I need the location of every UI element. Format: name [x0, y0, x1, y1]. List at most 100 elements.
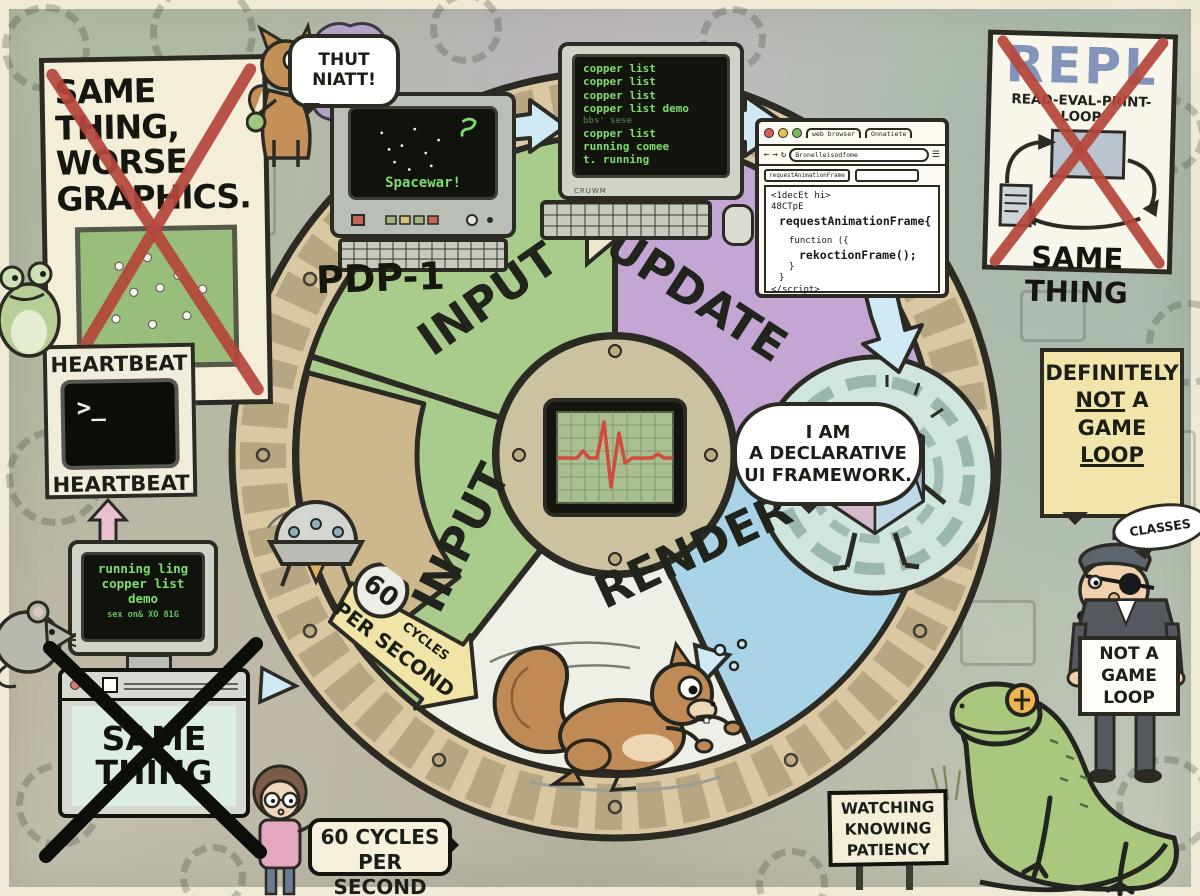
framework-speech-bubble: I AM A DECLARATIVE UI FRAMEWORK.	[733, 402, 923, 514]
terminal-line: running comee	[583, 140, 670, 153]
cycles-banner: 60 CYCLES PER SECOND	[310, 555, 511, 741]
cycles-banner-arrow: 60 CYCLES PER SECOND	[327, 562, 479, 711]
browser-navbar: ← → ↻ Bronelleisodfome ☰	[759, 146, 945, 166]
sign-text: DEFINITELY	[1045, 361, 1179, 385]
browser-tab: Onnatiete	[865, 128, 913, 138]
close-icon	[764, 128, 774, 138]
close-icon	[70, 680, 80, 690]
terminal-line: copper list	[101, 576, 185, 591]
browser-window: web browser Onnatiete ← → ↻ Bronelleisod…	[755, 118, 949, 298]
terminal-computer: copper list copper list copper list copp…	[558, 42, 744, 200]
code-line: rekoctionFrame();	[799, 247, 917, 262]
terminal-brand: CRUWM	[574, 187, 607, 195]
browser-titlebar: web browser Onnatiete	[759, 122, 945, 146]
code-line: <1decEt hi>	[771, 191, 831, 201]
code-line: }	[779, 273, 785, 284]
sweat-drops	[713, 638, 748, 672]
code-line: }	[789, 262, 795, 273]
code-line: 48CTpE	[771, 202, 804, 213]
girl-character	[252, 764, 319, 896]
titlebar-lines	[124, 680, 238, 690]
heartbeat-waveform	[557, 420, 673, 489]
code-line: requestAnimationFrame{	[779, 213, 932, 228]
wolf-speech-bubble: THUT NIATT!	[288, 34, 400, 115]
frog-character	[0, 261, 61, 358]
sign-text: NOT A	[1075, 388, 1149, 413]
browser-tab: web browser	[806, 128, 862, 138]
repl-subtitle: READ-EVAL-PRINT-LOOP	[1011, 91, 1152, 126]
maximize-icon	[86, 680, 96, 690]
sign-text: GAME	[1077, 415, 1147, 440]
heartbeat-label-top: HEARTBEAT	[50, 350, 188, 378]
bubble-text: NIATT!	[312, 70, 376, 90]
sign-text: LOOP	[1080, 442, 1144, 467]
terminal-screen: copper list copper list copper list copp…	[572, 54, 730, 178]
bubble-text: A DECLARATIVE	[749, 443, 907, 465]
browser-subtab: requestAnimationFrame	[764, 169, 850, 182]
green-monitor-screen: running ling copper list demo sex on& XO…	[81, 552, 205, 642]
bubble-text: CLASSES	[1128, 515, 1192, 539]
sign-text: NOT A	[1099, 644, 1159, 664]
heartbeat-terminal: >_	[60, 377, 180, 471]
browser-subtabs: requestAnimationFrame	[759, 166, 945, 182]
terminal-prompt: >_	[76, 393, 106, 422]
lizard-character	[930, 681, 1179, 896]
pdp1-screen: Spacewar!	[348, 106, 498, 200]
bubble-text: THUT	[318, 50, 370, 71]
sector-divider	[309, 353, 502, 421]
sign-text: LOOP	[1103, 688, 1155, 709]
squirrel-character	[489, 638, 748, 793]
terminal-line: t. running	[583, 153, 650, 167]
gear-icon	[430, 0, 502, 64]
window-text: THING	[95, 753, 213, 792]
reload-icon: ↻	[780, 150, 787, 160]
pdp1-label: PDP-1	[315, 253, 446, 303]
pdp1-controls	[351, 214, 493, 226]
hub-bolts	[512, 344, 718, 566]
spaceship-character	[266, 500, 366, 587]
sign-text: PER SECOND	[333, 850, 427, 896]
repl-title: REPL	[1004, 35, 1160, 98]
page-icon	[102, 677, 118, 693]
sign-text: KNOWING	[844, 819, 932, 839]
sign-text: SAME THING,	[54, 70, 180, 148]
maximize-icon	[792, 128, 802, 138]
terminal-line-small: sex on& XO 81G	[107, 610, 179, 620]
back-icon: ←	[764, 150, 770, 160]
pdp1-keyboard	[338, 238, 508, 272]
code-line: </script>	[771, 284, 820, 295]
repl-bottom-text: SAME THING	[1024, 239, 1129, 311]
sign-60-cycles-per-second: 60 CYCLES PER SECOND	[308, 818, 459, 896]
sign-post	[856, 860, 863, 890]
heartbeat-card: HEARTBEAT >_ HEARTBEAT	[42, 342, 198, 500]
background-machinery	[1020, 290, 1086, 342]
minimize-icon	[778, 128, 788, 138]
crossed-browser-window: SAME THING	[58, 668, 250, 818]
sign-text: GAME	[1101, 666, 1157, 687]
spacewar-stars	[380, 117, 477, 171]
sign-text: GRAPHICS.	[56, 176, 252, 219]
code-line: function ({	[789, 236, 849, 247]
terminal-line-dim: bbs' sese	[583, 115, 632, 126]
bubble-text: I AM	[805, 421, 851, 443]
window-text: SAME	[101, 719, 207, 759]
terminal-line: copper list	[583, 126, 656, 140]
bubble-text: UI FRAMEWORK.	[744, 464, 912, 486]
sign-text: WORSE	[55, 141, 188, 183]
sign-text: WATCHING	[840, 798, 935, 818]
terminal-line: copper list	[583, 88, 656, 102]
sign-watching-knowing-patiency: WATCHING KNOWING PATIENCY	[827, 788, 949, 868]
mouse-icon	[722, 204, 754, 246]
sign-text: PATIENCY	[846, 840, 931, 860]
terminal-keyboard	[540, 200, 712, 240]
window-titlebar	[62, 672, 246, 701]
sign-repl: REPL READ-EVAL-PRINT-LOOP SAME THING	[981, 29, 1179, 310]
code-area: <1decEt hi> 48CTpE requestAnimationFrame…	[764, 185, 940, 295]
terminal-line: copper list	[583, 62, 656, 75]
url-bar: Bronelleisodfome	[789, 148, 929, 162]
arrow-pink-up	[86, 497, 130, 546]
repl-loop-diagram	[998, 128, 1159, 230]
code-line	[771, 228, 933, 237]
spaceship-glyph	[460, 117, 477, 137]
